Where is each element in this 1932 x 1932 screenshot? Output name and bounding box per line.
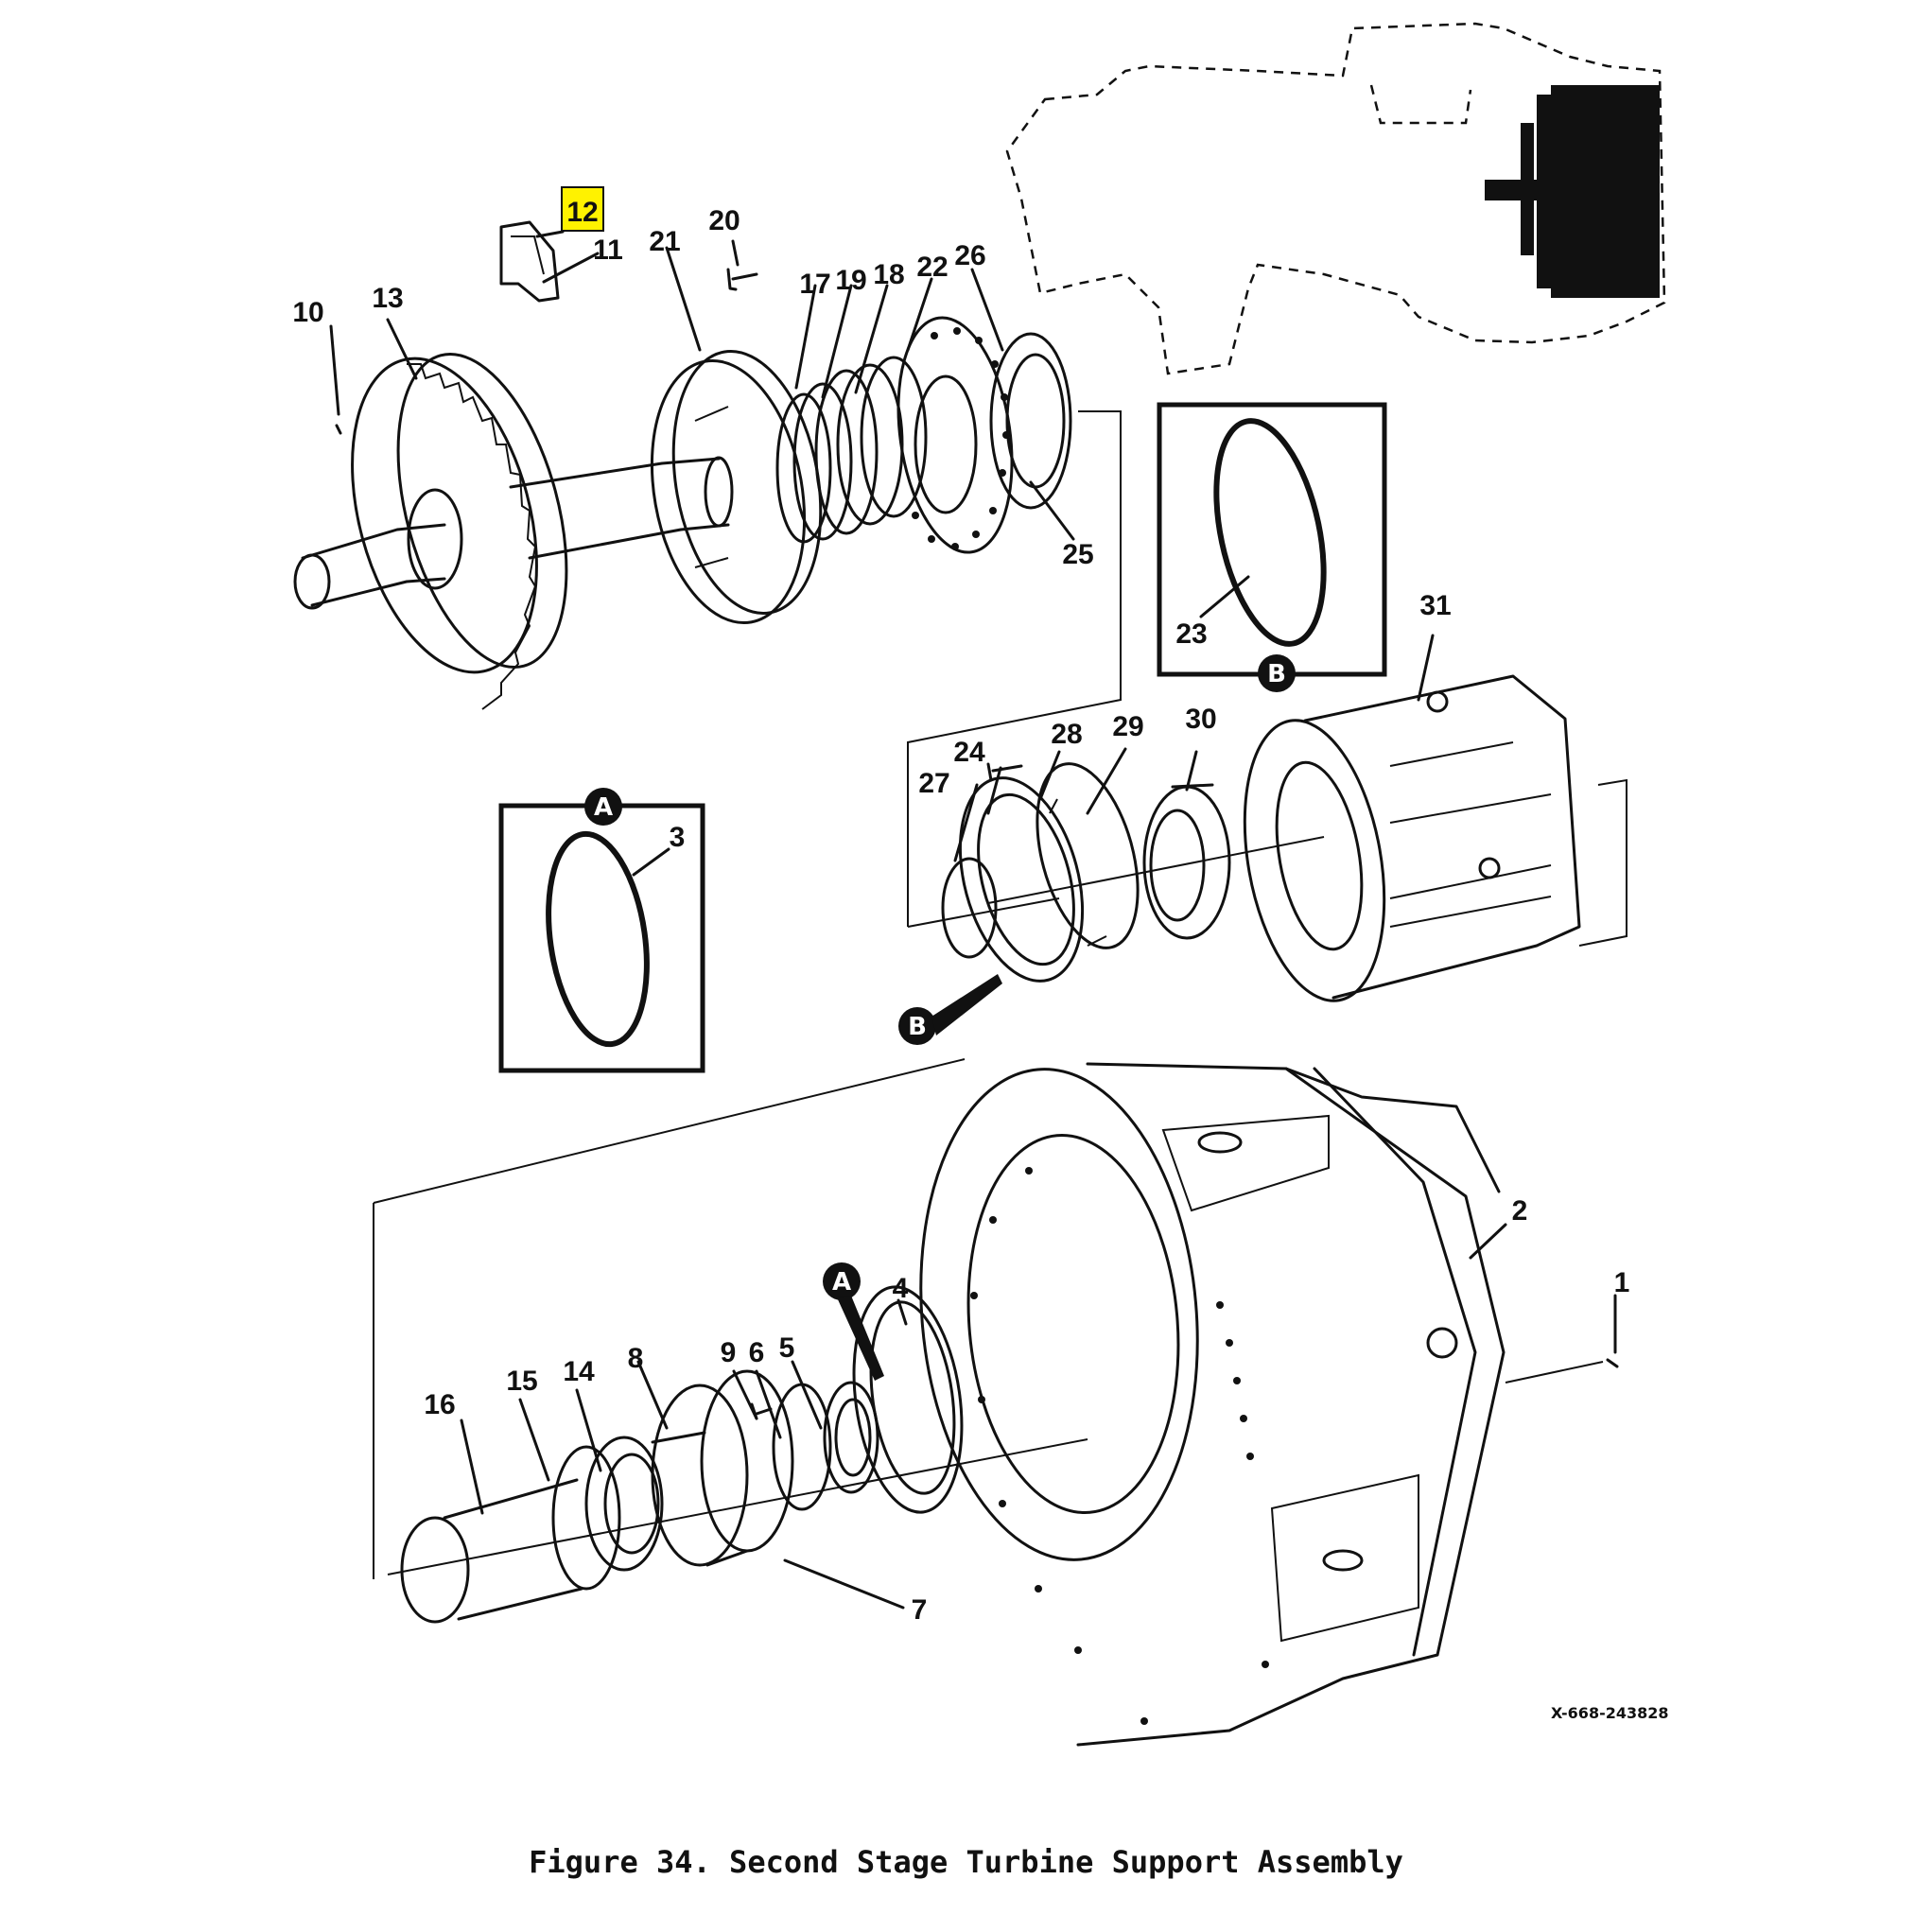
callout-4: 4 <box>893 1273 909 1304</box>
leader-lines <box>329 230 1617 1610</box>
detail-markers: A B A B <box>594 660 1286 1297</box>
callout-27: 27 <box>918 768 949 799</box>
figure-caption: Figure 34. Second Stage Turbine Support … <box>529 1844 1403 1880</box>
callout-24: 24 <box>953 737 985 768</box>
turbine-shaft-gear-assembly <box>293 220 1072 710</box>
detail-a-box <box>498 788 705 1073</box>
callout-21: 21 <box>649 226 680 257</box>
marker-b-middle-letter: B <box>908 1013 927 1041</box>
callout-13: 13 <box>372 283 403 314</box>
middle-bearing-housing-group <box>898 410 1627 1045</box>
marker-a-lower-letter: A <box>832 1268 851 1297</box>
detail-b-box-letter: B <box>1267 660 1286 688</box>
callout-17: 17 <box>799 269 830 300</box>
callout-8: 8 <box>628 1343 644 1374</box>
callout-5: 5 <box>779 1332 795 1364</box>
detail-b-box <box>1157 402 1387 692</box>
callout-10: 10 <box>292 297 323 328</box>
callout-23: 23 <box>1175 618 1207 650</box>
callout-16: 16 <box>424 1389 455 1420</box>
callout-28: 28 <box>1051 719 1082 750</box>
callout-19: 19 <box>835 265 866 296</box>
callout-14: 14 <box>563 1356 595 1387</box>
detail-a-box-letter: A <box>594 793 613 822</box>
callout-30: 30 <box>1185 704 1216 735</box>
callout-9: 9 <box>721 1337 737 1368</box>
callout-6: 6 <box>749 1337 765 1368</box>
callout-31: 31 <box>1419 590 1451 621</box>
callout-20: 20 <box>708 205 740 236</box>
callout-18: 18 <box>873 259 904 290</box>
callout-29: 29 <box>1112 711 1143 742</box>
callout-7: 7 <box>912 1594 928 1626</box>
callout-25: 25 <box>1062 539 1093 570</box>
callout-1: 1 <box>1614 1267 1630 1298</box>
callout-26: 26 <box>954 240 985 271</box>
callout-3: 3 <box>670 822 686 853</box>
callout-22: 22 <box>916 252 948 283</box>
callout-15: 15 <box>506 1366 537 1397</box>
callout-12-highlight <box>561 186 604 232</box>
callout-11: 11 <box>593 235 623 266</box>
callout-labels: 1 2 3 4 5 6 7 8 9 10 11 12 13 14 15 16 1… <box>292 197 1629 1626</box>
document-id: X-668-243828 <box>1551 1704 1669 1722</box>
engine-locator-silhouette <box>1005 22 1666 375</box>
lower-turbine-support-group <box>373 1058 1619 1747</box>
callout-12: 12 <box>566 197 598 228</box>
callout-2: 2 <box>1512 1195 1528 1227</box>
